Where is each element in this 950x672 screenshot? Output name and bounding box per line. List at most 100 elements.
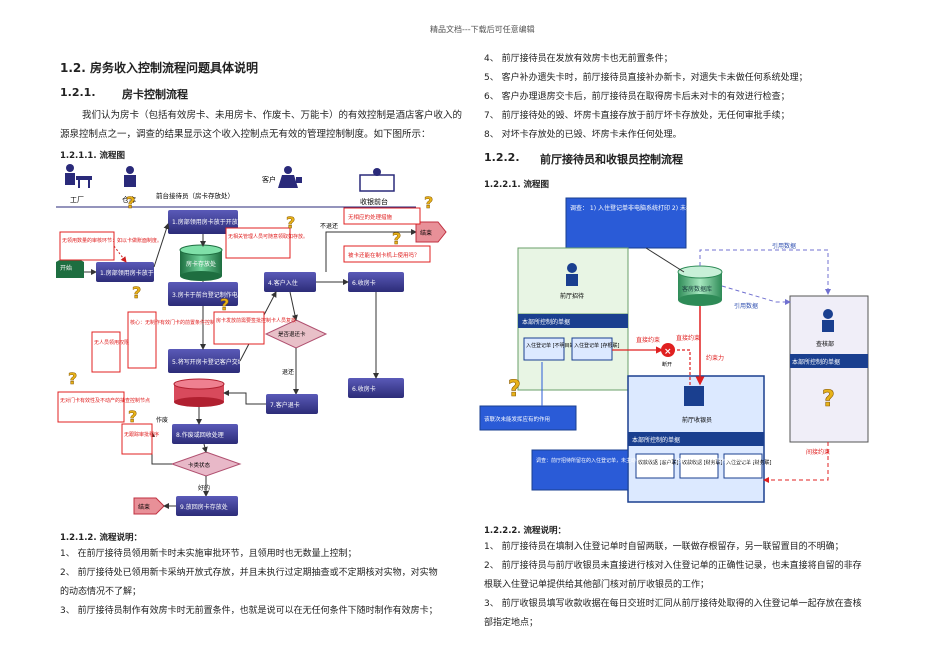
list-item: 2、 前厅接待员与前厅收银员未直接进行核对入住登记单的正确性记录，也未直接将自留… <box>484 561 862 571</box>
svg-text:9.放回房卡存放处: 9.放回房卡存放处 <box>180 503 228 511</box>
list-item: 6、 客户办理退房交卡后，前厅接待员在取得房卡后未对卡的有效进行检查； <box>484 92 790 102</box>
svg-text:?: ? <box>508 377 521 402</box>
factory-worker-icon <box>65 164 92 188</box>
step-box: 1.房部领用房卡放于开放式保存抽屉 <box>168 210 268 234</box>
svg-text:卡类状态: 卡类状态 <box>188 461 211 469</box>
step-box: 4.客户入住 <box>264 272 316 292</box>
heading-1-2-1-title: 房卡控制流程 <box>122 88 188 101</box>
reception-docs-region: 本部所控制的单据 入住登记单 [不明目的联] 入住登记单 [存根联] <box>517 313 629 391</box>
svg-text:本部所控制的单据: 本部所控制的单据 <box>632 436 680 444</box>
arrow-label: 间接约束 <box>806 448 830 456</box>
svg-text:入住登记单 [财务联]: 入住登记单 [财务联] <box>726 459 772 466</box>
question-mark-icon: ? <box>286 213 296 233</box>
room-database: 客房数据库 <box>677 265 723 306</box>
heading-1-2: 1.2. 房务收入控制流程问题具体说明 <box>60 61 258 75</box>
svg-text:核心：无制作有效门卡的前置条件控制: 核心：无制作有效门卡的前置条件控制 <box>130 319 215 326</box>
list-item: 1、 前厅接待员在填制入住登记单时自留两联，一联做存根留存，另一联留置目的不明确… <box>484 542 844 552</box>
svg-text:结束: 结束 <box>420 229 432 237</box>
control-gap-note: 被卡还能在制卡机上使用吗？ <box>343 245 431 263</box>
control-gap-note: 无相应的处理措施 <box>343 207 421 225</box>
svg-text:结束: 结束 <box>138 503 150 511</box>
list-item: 部指定地点； <box>484 618 539 628</box>
step-box: 5.将写开房卡登记客户交给客人 <box>168 349 256 373</box>
svg-text:查核部: 查核部 <box>816 340 834 348</box>
svg-text:入住登记单 [不明目的联]: 入住登记单 [不明目的联] <box>526 342 582 349</box>
svg-text:8.作废或回收处理: 8.作废或回收处理 <box>176 431 224 439</box>
cashier-region: 前厅收银员 本部所控制的单据 收款收据 [客户联] 收款收据 [财务联] 入住登… <box>627 375 772 503</box>
question-mark-icon: ? <box>822 387 835 413</box>
audit-region: 查核部 本部所控制的单据 <box>789 295 869 443</box>
control-gap-note: 无相关管理人员可随意领取如存放。 <box>225 227 308 259</box>
step-box: 1.房部领用房卡放于开放式保存抽屉 <box>96 262 196 282</box>
question-mark-icon: ? <box>68 369 78 389</box>
control-gap-note: 无跟踪审批程序 <box>121 423 159 455</box>
svg-text:?: ? <box>286 213 295 232</box>
arrow-label: 直接约束 <box>676 334 700 342</box>
svg-text:本部所控制的单据: 本部所控制的单据 <box>522 318 570 326</box>
svg-text:?: ? <box>424 193 433 212</box>
svg-text:?: ? <box>128 407 137 426</box>
heading-1-2-2-number: 1.2.2. <box>484 151 520 164</box>
list-item: 1、 在前厅接待员领用新卡时未实施审批环节，且领用时也无数量上控制； <box>60 549 357 559</box>
customer-icon <box>278 166 302 188</box>
top-icon-label: 仓库 <box>122 195 136 204</box>
svg-text:客房数据库: 客房数据库 <box>682 285 712 293</box>
heading-flow-description-1: 1.2.1.2. 流程说明： <box>60 533 143 543</box>
no-reconciliation-callout: 调查：前厅招待所留在的入住登记单，未主动与前台收银核对，也无其他部门引用核对前台… <box>531 449 761 491</box>
svg-text:被卡还能在制卡机上使用吗？: 被卡还能在制卡机上使用吗？ <box>348 251 420 259</box>
page-header: 精品文档---下载后可任意编辑 <box>430 25 535 34</box>
paragraph-line-1: 我们认为房卡（包括有效房卡、未用房卡、作废卡、万能卡）的有效控制是酒店客户收入的 <box>82 110 463 121</box>
svg-text:本部所控制的单据: 本部所控制的单据 <box>792 358 840 366</box>
heading-flowchart-1: 1.2.1.1. 流程图 <box>60 151 126 161</box>
warehouse-icon <box>124 166 136 187</box>
survey-callout: 调查： 1) 入住登记单非电脑系统打印 2) 未按门房卡与客户管理系统数据库数据 <box>565 197 782 249</box>
broken-link-icon: × 断开 <box>661 343 675 368</box>
list-item: 2、 前厅接待处已领用新卡采纳开放式存放，并且未执行过定期抽查或不定期核对实物，… <box>60 568 438 578</box>
svg-text:1.房部领用房卡放于开放式保存抽屉: 1.房部领用房卡放于开放式保存抽屉 <box>172 218 268 226</box>
heading-flowchart-2: 1.2.2.1. 流程图 <box>484 180 550 190</box>
svg-text:无人员领用权限: 无人员领用权限 <box>94 339 129 346</box>
svg-text:?: ? <box>68 369 77 388</box>
arrow-label: 约束力 <box>706 354 724 362</box>
paragraph-line-2: 源泉控制点之一，调查的结果显示这个收入控制点无有效的管理控制制度。如下图所示： <box>60 129 431 140</box>
svg-text:?: ? <box>132 283 141 302</box>
svg-text:无跟踪审批程序: 无跟踪审批程序 <box>124 431 159 438</box>
decision-return-card: 是否退还卡 <box>264 319 328 349</box>
svg-text:入住登记单 [存根联]: 入住登记单 [存根联] <box>574 342 620 349</box>
svg-text:无相应的处理措施: 无相应的处理措施 <box>348 213 393 221</box>
step-box: 6.收房卡 <box>348 272 404 292</box>
svg-text:前厅收银员: 前厅收银员 <box>682 416 712 424</box>
end-terminal: 结束 <box>415 221 447 243</box>
card-storage-database: 房卡存放处 <box>179 244 223 281</box>
flow-label: 不退还 <box>320 222 338 230</box>
step-box: 3.房卡于前台登记制作电脑 <box>168 282 244 306</box>
step-box: 7.客户退卡 <box>266 394 318 414</box>
top-icon-label: 前台接待员（房卡存放处） <box>156 191 234 200</box>
svg-text:收款收据 [财务联]: 收款收据 [财务联] <box>682 459 723 466</box>
svg-text:3.房卡于前台登记制作电脑: 3.房卡于前台登记制作电脑 <box>172 291 244 299</box>
top-icon-label: 工厂 <box>70 196 84 204</box>
list-item: 3、 前厅接待员制作有效房卡时无前置条件，也就是说可以在无任何条件下随时制作有效… <box>60 606 438 616</box>
svg-text:无相关管理人员可随意领取如存放。: 无相关管理人员可随意领取如存放。 <box>228 233 308 240</box>
question-mark-icon: ? <box>508 377 521 403</box>
step-box: 8.作废或回收处理 <box>172 424 238 444</box>
svg-text:无对门卡有效性及不动产的抽查控制节点: 无对门卡有效性及不动产的抽查控制节点 <box>60 397 150 404</box>
control-gap-note: 无对门卡有效性及不动产的抽查控制节点 <box>57 391 150 423</box>
control-gap-note: 核心：无制作有效门卡的前置条件控制 <box>127 311 215 369</box>
heading-1-2-1-number: 1.2.1. <box>60 86 96 99</box>
question-mark-icon: ? <box>126 193 136 213</box>
unused-copy-callout: 该联次未能发挥应有的作用 <box>479 405 577 431</box>
svg-text:房卡发放前需要签批控制卡人员复核: 房卡发放前需要签批控制卡人员复核 <box>216 317 296 324</box>
svg-text:房卡存放处: 房卡存放处 <box>186 260 216 268</box>
room-card-flowchart: 工厂 仓库 前台接待员（房卡存放处） 客户 收银前台 开始 1.房部领用房卡放于… <box>56 164 447 516</box>
svg-text:4.客户入住: 4.客户入住 <box>268 279 298 287</box>
list-item: 的动态情况不了解； <box>60 587 142 597</box>
list-item: 8、 对坏卡存放处的已毁、坏房卡未作任何处理。 <box>484 130 682 140</box>
svg-text:7.客户退卡: 7.客户退卡 <box>270 401 300 409</box>
heading-flow-description-2: 1.2.2.2. 流程说明： <box>484 526 567 536</box>
svg-text:?: ? <box>220 295 229 314</box>
list-item: 根联入住登记单提供给其他部门核对前厅收银员的工作； <box>484 580 710 590</box>
svg-text:6.收房卡: 6.收房卡 <box>352 279 376 287</box>
list-item: 7、 前厅接待处的毁、坏房卡直接存放于前厅坏卡存放处，无任何审批手续； <box>484 111 790 121</box>
list-item: 5、 客户补办遗失卡时，前厅接待员直接补办新卡，对遗失卡未做任何系统处理； <box>484 73 808 83</box>
